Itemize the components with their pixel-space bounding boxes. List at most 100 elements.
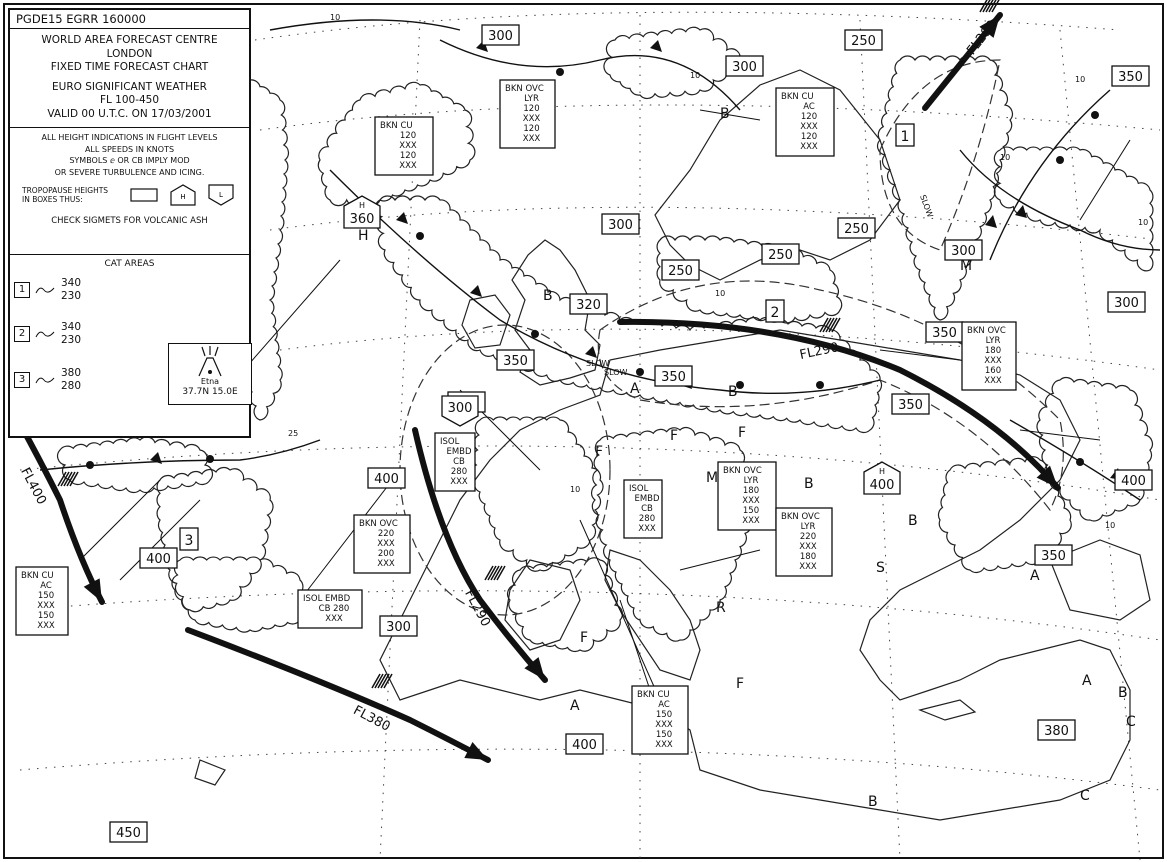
wind-barb-stroke: [63, 471, 73, 487]
tropopause-height-frame: [481, 24, 520, 46]
tropopause-height: 350: [932, 326, 957, 341]
cloud-info-line: XXX: [655, 720, 673, 730]
cloud-info-box: [353, 514, 411, 574]
wind-barb-stroke: [988, 0, 997, 13]
pressure-system-letter: M: [960, 258, 972, 274]
pressure-system-letter: A: [570, 698, 580, 714]
pressure-system-letter: F: [738, 425, 746, 441]
cloud-info-line: BKN CU: [781, 92, 814, 102]
cloud-info-line: EMBD: [634, 494, 660, 504]
tropo-low-icon: L: [207, 184, 235, 206]
tropo-high-letter: H: [180, 193, 185, 201]
tropopause-height-frame: [1114, 469, 1153, 491]
cloud-info-line: XXX: [800, 122, 818, 132]
jet-arrowhead: [1036, 465, 1058, 488]
tropo-high-icon: H: [169, 184, 197, 206]
cat-marker-frame: [179, 527, 199, 551]
tropopause-height: 400: [374, 472, 399, 487]
wind-barb-stroke: [484, 565, 494, 581]
tropopause-high-value: 360: [350, 212, 375, 227]
pressure-system-letter: C: [1080, 788, 1090, 804]
cloud-info-line: LYR: [524, 94, 539, 104]
pressure-system-letter: B: [804, 476, 814, 492]
wind-barb-stroke: [982, 0, 991, 13]
cloud-info-line: XXX: [37, 601, 55, 611]
cat-marker-frame: [765, 299, 785, 323]
cloud-info-line: XXX: [742, 496, 760, 506]
tropopause-high-frame: [863, 461, 901, 495]
cloud-info-line: BKN CU: [21, 571, 54, 581]
cloud-info-line: XXX: [37, 621, 55, 631]
cloud-info-line: 150: [656, 710, 672, 720]
cloud-info-box: [623, 479, 663, 539]
cloud-info-line: XXX: [325, 614, 343, 624]
product-line-1: EURO SIGNIFICANT WEATHER: [52, 80, 207, 93]
tropo-label-1: TROPOPAUSE HEIGHTS: [22, 185, 109, 195]
tropo-box-icon: [130, 187, 158, 203]
tropopause-height: 400: [146, 552, 171, 567]
volcano-icon: [198, 346, 222, 377]
tropopause-height: 380: [1044, 724, 1069, 739]
cloud-info-box: [717, 461, 777, 531]
tropopause-height: 350: [503, 354, 528, 369]
cloud-info-line: AC: [658, 700, 670, 710]
cloud-info-line: 150: [38, 591, 54, 601]
wind-barb-stroke: [493, 565, 503, 581]
movement-label: SLOW: [604, 368, 628, 377]
volcano-name: Etna: [200, 377, 220, 386]
tropopause-high-letter: H: [879, 467, 885, 476]
cat-area-base: 280: [61, 380, 82, 392]
volcano-coords: 37.7N 15.0E: [182, 387, 238, 397]
cloud-info-line: XXX: [638, 524, 656, 534]
tropopause-low-value: 300: [448, 401, 473, 416]
cloud-info-line: BKN OVC: [359, 519, 398, 529]
cloud-info-line: CB: [641, 504, 653, 514]
cloud-info-line: 120: [801, 112, 817, 122]
cloud-area-outline: [374, 195, 883, 434]
note-heights: ALL HEIGHT INDICATIONS IN FLIGHT LEVELS: [41, 133, 218, 142]
cloud-info-line: AC: [40, 581, 52, 591]
cloud-info-box: [297, 589, 363, 629]
pressure-system-letter: R: [716, 600, 726, 616]
tropopause-height-frame: [565, 733, 604, 755]
tropopause-height: 350: [661, 370, 686, 385]
wind-speed-label: 25: [288, 429, 298, 438]
cloud-info-line: XXX: [799, 562, 817, 572]
wind-barb-stroke: [380, 673, 390, 689]
cat-symbol-icon: [35, 377, 55, 384]
pressure-system-letter: F: [736, 676, 744, 692]
tropopause-height-frame: [496, 349, 535, 371]
cloud-info-line: XXX: [800, 142, 818, 152]
note-symbols-2: OR SEVERE TURBULENCE AND ICING.: [54, 167, 205, 177]
map-labels: 3003002503503002502502503203003503503003…: [15, 13, 1153, 843]
jet-stream-line: [15, 417, 105, 605]
cloud-info-line: BKN OVC: [967, 326, 1006, 336]
tropopause-high-letter: H: [359, 201, 365, 210]
cloud-info-line: 120: [801, 132, 817, 142]
cloud-info-line: BKN OVC: [723, 466, 762, 476]
jet-arrowhead: [83, 578, 102, 602]
tropopause-key: TROPOPAUSE HEIGHTS IN BOXES THUS: H L: [14, 182, 245, 206]
tropopause-high-frame: [343, 195, 381, 229]
tropopause-height-frame: [761, 243, 800, 265]
cloud-info-line: LYR: [986, 336, 1001, 346]
jet-stream-line: [185, 627, 491, 763]
cat-symbol-icon: [35, 287, 55, 294]
cloud-info-box: [374, 116, 434, 176]
wind-barb-stroke: [383, 673, 393, 689]
cloud-info-line: ISOL: [440, 437, 460, 447]
tropopause-height: 250: [668, 264, 693, 279]
cat-area-number: 3: [14, 372, 30, 388]
cloud-area-outline: [470, 416, 604, 572]
pressure-system-letter: C: [1126, 714, 1136, 730]
cloud-info-line: XXX: [655, 740, 673, 750]
cloud-info-line: 280: [639, 514, 655, 524]
product-line-2: FL 100-450: [99, 94, 160, 106]
cloud-area-outline: [590, 426, 754, 642]
cloud-area-outline: [56, 436, 214, 494]
pressure-system-letter: F: [595, 444, 603, 460]
cloud-info-box: [775, 507, 833, 577]
tropo-label-2: IN BOXES THUS:: [22, 195, 83, 204]
cloud-info-line: AC: [803, 102, 815, 112]
